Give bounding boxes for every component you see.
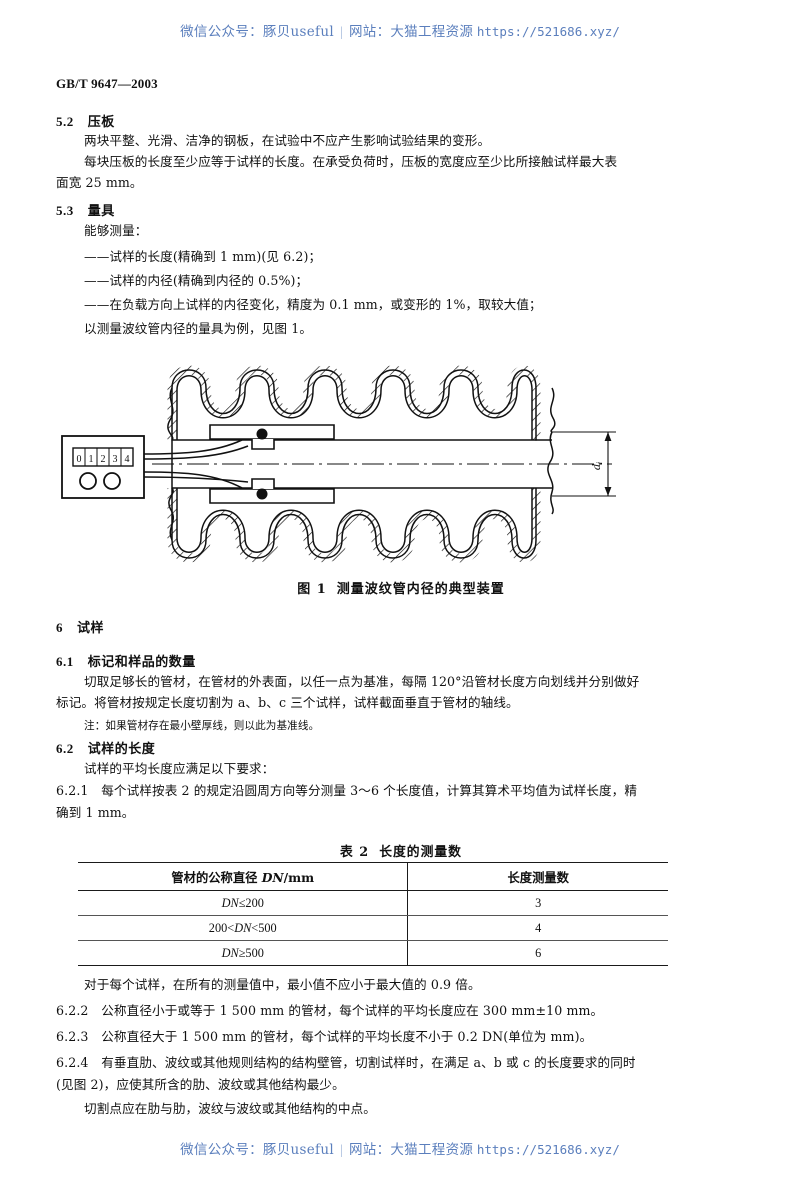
watermark-separator-footer: | [339,1142,343,1157]
table-header-nominal-diameter: 管材的公称直径 DN/mm [78,862,408,891]
table-header-measure-count: 长度测量数 [407,862,668,891]
section-title-6-1: 标记和样品的数量 [87,655,196,670]
lower-corrugation-wall [167,488,541,563]
watermark-wechat-text-footer: 微信公众号：豚贝useful [180,1142,334,1158]
dimension-inner-diameter: di [552,431,616,497]
paragraph-5-2-line-3: 面宽 25 mm。 [56,175,143,190]
lower-pivot-dot [256,488,268,500]
watermark-site-text: 网站：大猫工程资源 [348,24,474,40]
watermark-header: 微信公众号：豚贝useful | 网站：大猫工程资源 https://521686.… [0,20,800,40]
table-row: 200<DN<500 4 [78,915,668,941]
clause-6-2-2: 6.2.2 公称直径小于或等于 1 500 mm 的管材，每个试样的平均长度应在… [56,1003,604,1018]
figure-1-caption: 图 1 测量波纹管内径的典型装置 [56,578,746,597]
cell-dn-range-1: DN≤200 [78,890,408,916]
section-number-6-1: 6.1 [56,654,74,669]
bellows-measuring-device-drawing: 0 1 2 3 4 di [61,365,616,563]
table-row: DN≤200 3 [78,890,668,916]
upper-corrugation-wall [167,365,541,441]
right-break-line-lower [547,431,554,515]
section-number-5-3: 5.3 [56,203,74,218]
cell-count-2: 4 [407,915,668,941]
clause-6-2-4-line-1: 6.2.4 有垂直肋、波纹或其他规则结构的结构壁管，切割试样时，在满足 a、b … [56,1055,636,1070]
watermark-url: https://521686.xyz/ [476,24,620,39]
paragraph-6-1-line-2: 标记。将管材按规定长度切割为 a、b、c 三个试样，试样截面垂直于管材的轴线。 [56,695,519,710]
figure-1-number: 图 1 [297,582,327,597]
table-2-number: 表 2 [340,845,370,860]
clause-6-2-4-line-2: (见图 2)，应使其所含的肋、波纹或其他结构最少。 [56,1077,345,1092]
upper-pivot-dot [256,428,268,440]
section-number-6-2: 6.2 [56,741,74,756]
paragraph-5-3-figure-ref: 以测量波纹管内径的量具为例，见图 1。 [84,321,313,336]
display-digit-2: 2 [101,454,106,465]
pipe-bore-lines [172,439,552,489]
list-item-gauge-inner-diameter: ——试样的内径(精确到内径的 0.5%)； [84,273,309,288]
instrument-button-right[interactable] [103,472,121,490]
list-item-gauge-diameter-change: ——在负载方向上试样的内径变化，精度为 0.1 mm，或变形的 1%，取较大值； [84,297,542,312]
section-title-5-3: 量具 [87,204,115,219]
cell-dn-range-2: 200<DN<500 [78,915,408,941]
paragraph-6-1-note: 注：如果管材存在最小壁厚线，则以此为基准线。 [84,720,320,732]
cell-count-3: 6 [407,940,668,966]
display-digit-1: 1 [89,454,94,465]
watermark-url-footer: https://521686.xyz/ [476,1142,620,1157]
instrument-display [72,447,134,467]
table-2-title: 表 2 长度的测量数 [56,841,746,860]
dimension-label-di: di [589,462,604,470]
section-number-6: 6 [56,620,63,635]
display-digit-0: 0 [77,454,82,465]
display-digit-3: 3 [113,454,118,465]
paragraph-after-table: 对于每个试样，在所有的测量值中，最小值不应小于最大值的 0.9 倍。 [84,977,481,992]
measuring-instrument: 0 1 2 3 4 [61,435,145,499]
right-break-line-upper [549,387,556,433]
standard-code: GB/T 9647—2003 [56,76,158,91]
figure-1-caption-text: 测量波纹管内径的典型装置 [336,582,505,597]
section-heading-5-3: 5.3 量具 [56,200,115,219]
clause-6-2-4-line-3: 切割点应在肋与肋，波纹与波纹或其他结构的中点。 [84,1101,376,1116]
paragraph-6-2-line-1: 试样的平均长度应满足以下要求： [84,761,275,776]
table-row: DN≥500 6 [78,940,668,966]
cell-dn-range-3: DN≥500 [78,940,408,966]
section-title-5-2: 压板 [87,115,115,130]
clause-6-2-1-line-2: 确到 1 mm。 [56,805,135,820]
section-heading-6-1: 6.1 标记和样品的数量 [56,651,196,670]
section-heading-6: 6 试样 [56,617,104,636]
display-digit-4: 4 [125,454,130,465]
section-title-6: 试样 [77,621,105,636]
linkage-rods [143,439,249,489]
section-title-6-2: 试样的长度 [87,742,156,757]
instrument-button-left[interactable] [79,472,97,490]
figure-1-diagram: 0 1 2 3 4 di [56,362,746,563]
paragraph-6-1-line-1: 切取足够长的管材，在管材的外表面，以任一点为基准，每隔 120°沿管材长度方向划… [84,674,640,689]
instrument-body [61,435,145,499]
section-heading-5-2: 5.2 压板 [56,111,115,130]
paragraph-5-3-intro: 能够测量： [84,223,148,238]
cell-count-1: 3 [407,890,668,916]
table-header-row: 管材的公称直径 DN/mm 长度测量数 [78,862,668,891]
paragraph-5-2-line-2: 每块压板的长度至少应等于试样的长度。在承受负荷时，压板的宽度应至少比所接触试样最… [84,154,618,169]
clause-6-2-1-line-1: 6.2.1 每个试样按表 2 的规定沿圆周方向等分测量 3～6 个长度值，计算其… [56,783,638,798]
section-number-5-2: 5.2 [56,114,74,129]
clause-6-2-3: 6.2.3 公称直径大于 1 500 mm 的管材，每个试样的平均长度不小于 0… [56,1029,593,1044]
watermark-footer: 微信公众号：豚贝useful | 网站：大猫工程资源 https://521686.… [0,1138,800,1158]
list-item-gauge-length: ——试样的长度(精确到 1 mm)(见 6.2)； [84,249,322,264]
watermark-wechat-text: 微信公众号：豚贝useful [180,24,334,40]
paragraph-5-2-line-1: 两块平整、光滑、洁净的钢板，在试验中不应产生影响试验结果的变形。 [84,133,491,148]
table-2-length-measurements: 管材的公称直径 DN/mm 长度测量数 DN≤200 3 200<DN<500 … [78,862,668,966]
lower-caliper-arm [209,478,335,504]
section-heading-6-2: 6.2 试样的长度 [56,738,155,757]
watermark-separator: | [339,24,343,39]
table-2-title-text: 长度的测量数 [379,845,462,860]
watermark-site-text-footer: 网站：大猫工程资源 [348,1142,474,1158]
upper-caliper-arm [209,424,335,450]
